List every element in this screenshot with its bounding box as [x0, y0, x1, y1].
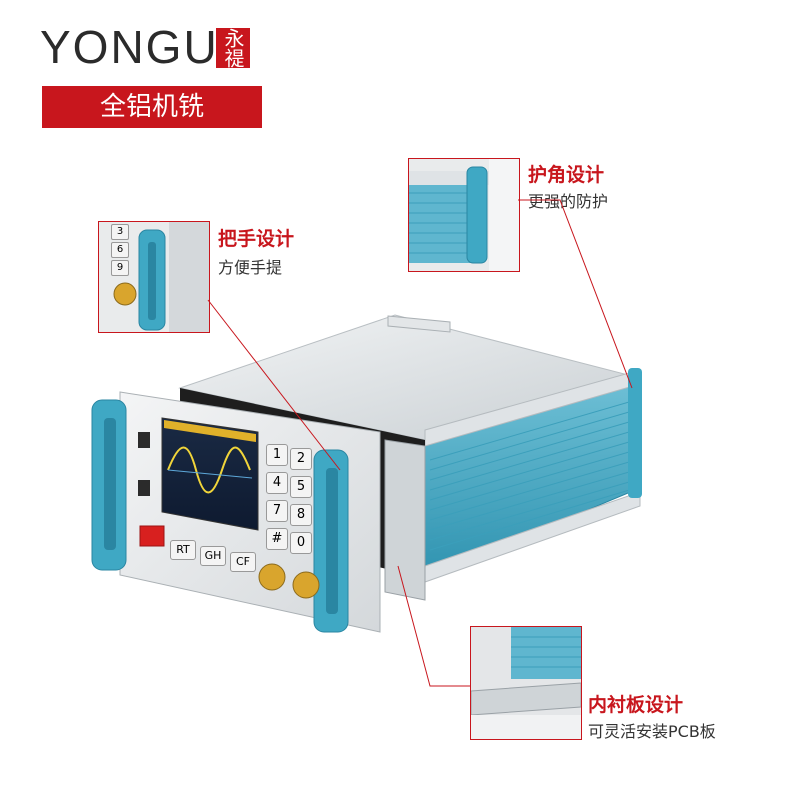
key-1[interactable]: 1 — [266, 444, 288, 466]
key-rt[interactable]: RT — [170, 540, 196, 560]
banner-label: 全铝机铣 — [42, 86, 262, 128]
callout-corner-subtitle: 更强的防护 — [528, 192, 609, 211]
key-2[interactable]: 2 — [290, 448, 312, 470]
knob-2 — [292, 571, 320, 599]
key-0[interactable]: 0 — [290, 532, 312, 554]
inset-key-9: 9 — [111, 260, 129, 276]
brand-logo: YONGU — [40, 21, 219, 73]
key-7[interactable]: 7 — [266, 500, 288, 522]
usb-port — [138, 480, 150, 496]
knob-1 — [258, 563, 286, 591]
inner-liner — [384, 439, 426, 601]
inset-handle: 3 6 9 — [98, 221, 210, 333]
brand-seal: 永禔 — [216, 28, 250, 68]
inset-key-3: 3 — [111, 224, 129, 240]
callout-liner-subtitle: 可灵活安装PCB板 — [588, 722, 716, 741]
key-5[interactable]: 5 — [290, 476, 312, 498]
callout-handle-title: 把手设计 — [218, 228, 295, 250]
inset-liner — [470, 626, 582, 740]
key-hash[interactable]: # — [266, 528, 288, 550]
callout-handle-subtitle: 方便手提 — [218, 258, 283, 277]
keypad: 1 2 4 5 7 8 # 0 — [266, 444, 322, 554]
corner-guard-right — [628, 368, 642, 498]
callout-liner-title: 内衬板设计 — [588, 694, 684, 716]
key-8[interactable]: 8 — [290, 504, 312, 526]
power-button — [139, 525, 165, 547]
key-gh[interactable]: GH — [200, 546, 226, 566]
inset-corner — [408, 158, 520, 272]
callout-corner-title: 护角设计 — [528, 164, 605, 186]
key-cf[interactable]: CF — [230, 552, 256, 572]
usb-port — [138, 432, 150, 448]
inset-key-6: 6 — [111, 242, 129, 258]
key-4[interactable]: 4 — [266, 472, 288, 494]
